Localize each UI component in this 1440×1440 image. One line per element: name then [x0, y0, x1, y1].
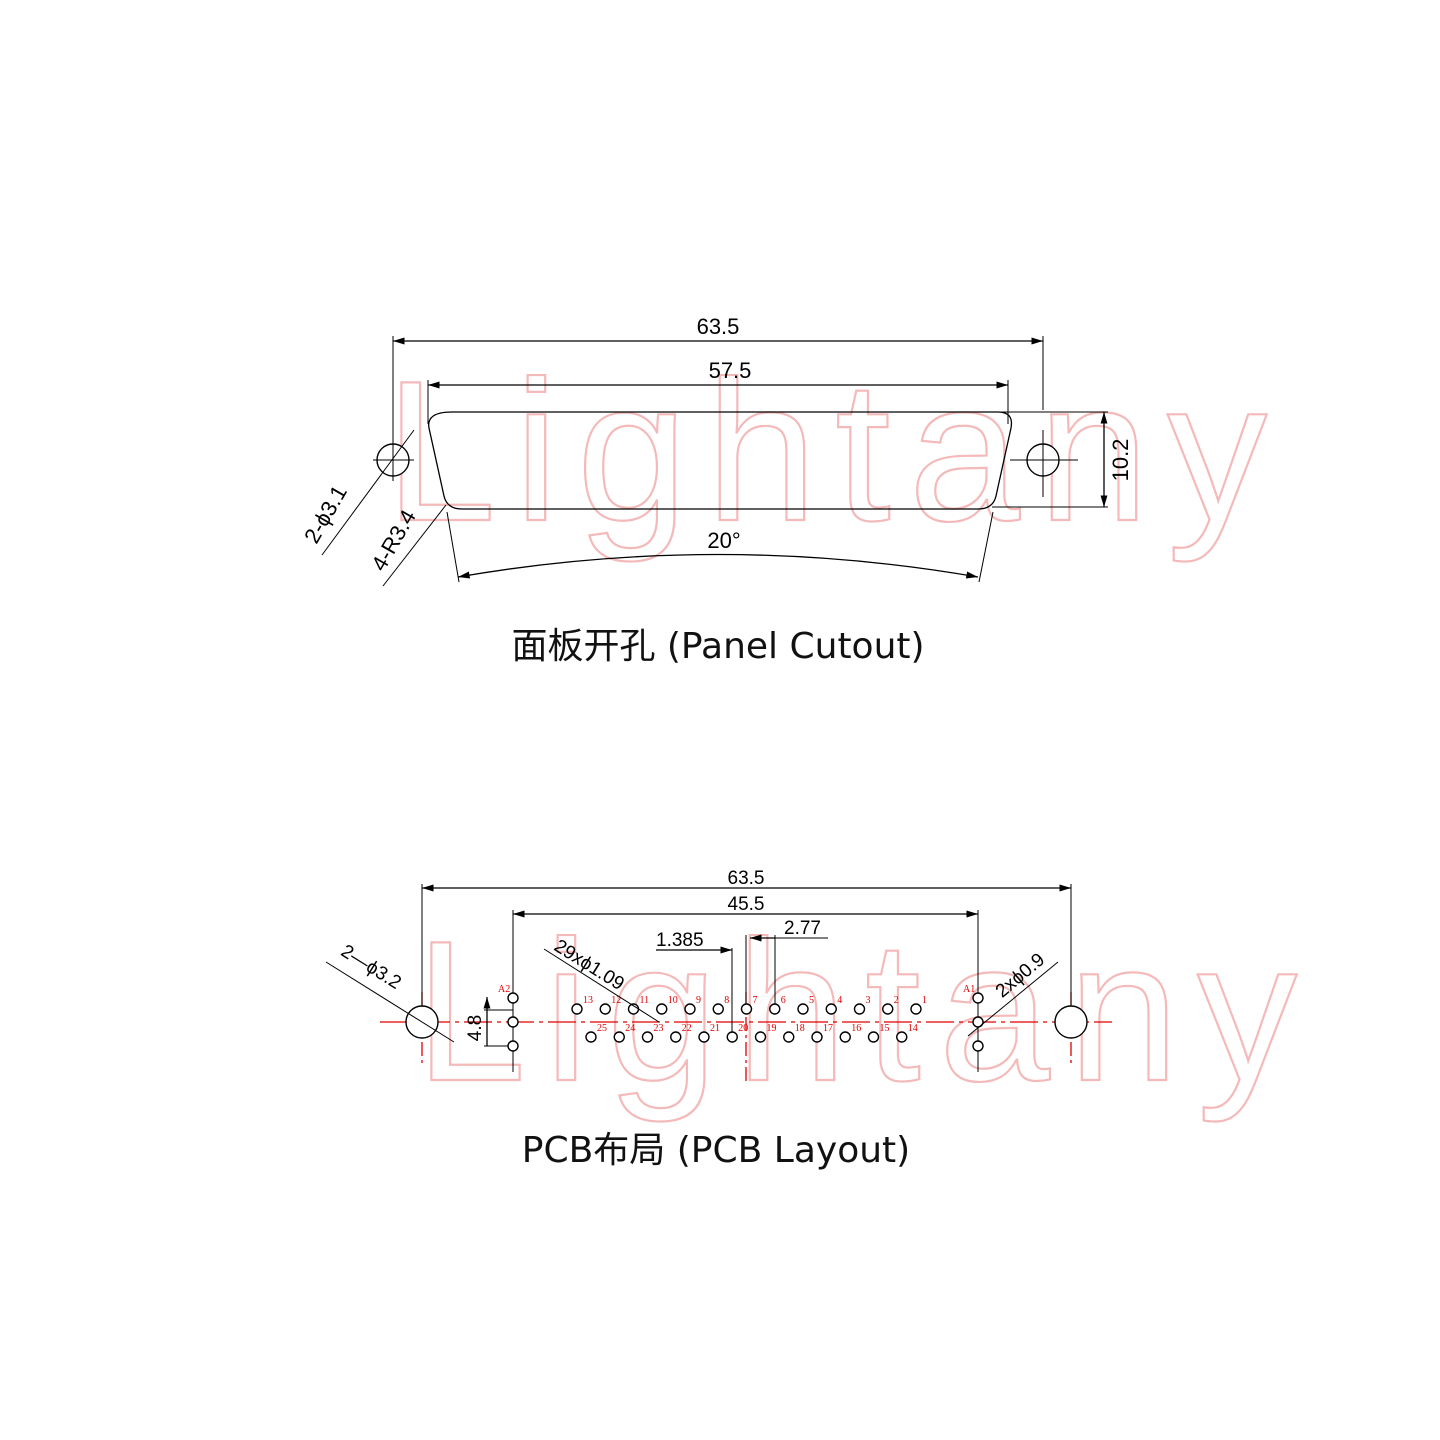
label-hole-diameter: 2-ϕ3.1: [299, 481, 352, 548]
bottom-row-pins: 25 24 23 22 21 20 19 18 17 16 15 14: [585, 1023, 918, 1043]
leader-corner-radius: [382, 504, 447, 587]
top-pin-3: [853, 1003, 866, 1015]
pcb-a1-pin-center: [972, 1016, 984, 1028]
top-pin-number-6: 6: [781, 995, 786, 1006]
top-pin-9: [684, 1003, 696, 1015]
bottom-pin-19: [754, 1031, 767, 1043]
panel-cutout-view: Lightany 63.5 57.5 10.2 2-ϕ3.1 4-R3.4: [299, 314, 1285, 667]
bottom-pin-16: [839, 1031, 851, 1043]
pcb-a2-pin-bottom: [507, 1040, 519, 1052]
top-pin-number-11: 11: [640, 995, 650, 1006]
top-pin-2: [882, 1003, 894, 1015]
bottom-pin-25: [585, 1031, 597, 1043]
top-pin-6: [769, 1003, 781, 1015]
bottom-pin-15: [867, 1031, 880, 1043]
top-pin-number-9: 9: [696, 995, 701, 1006]
top-pin-number-5: 5: [809, 995, 814, 1006]
bottom-pin-number-21: 21: [710, 1023, 720, 1034]
top-pin-1: [910, 1003, 922, 1015]
angle-ext-left: [446, 511, 460, 583]
pcb-dim-pitch-label: 2.77: [784, 918, 821, 939]
pcb-a2-pin-top: [507, 992, 519, 1004]
top-pin-number-1: 1: [922, 995, 927, 1006]
pcb-a2-pin-center: [507, 1016, 519, 1028]
top-pin-number-4: 4: [837, 995, 842, 1006]
top-pin-8: [712, 1003, 724, 1015]
leader-mount-hole: [325, 961, 455, 1043]
bottom-pin-number-18: 18: [795, 1023, 805, 1034]
top-pin-number-3: 3: [866, 995, 871, 1006]
bottom-pin-22: [670, 1031, 682, 1043]
bottom-pin-number-19: 19: [767, 1023, 777, 1034]
top-pin-number-13: 13: [583, 995, 593, 1006]
leader-contact-pins: [543, 948, 660, 1023]
bottom-pin-number-16: 16: [851, 1023, 861, 1034]
bottom-pin-14: [896, 1031, 908, 1043]
top-pin-4: [825, 1003, 837, 1015]
bottom-pin-20: [726, 1031, 738, 1043]
top-pin-number-10: 10: [668, 995, 678, 1006]
top-pin-5: [797, 1003, 809, 1015]
top-pin-number-2: 2: [894, 995, 899, 1006]
top-pin-13: [571, 1003, 583, 1015]
leader-a-pins: [967, 961, 1059, 1037]
top-pin-10: [656, 1003, 668, 1015]
bottom-pin-number-20: 20: [738, 1023, 748, 1034]
bottom-pin-number-24: 24: [625, 1023, 635, 1034]
label-a2: A2: [498, 984, 510, 995]
pcb-dim-overall-label: 63.5: [728, 868, 765, 889]
dim-height-label: 10.2: [1108, 439, 1133, 482]
bottom-pin-21: [698, 1031, 710, 1043]
bottom-pin-number-22: 22: [682, 1023, 692, 1034]
angle-arc: [457, 553, 979, 579]
pcb-dim-pins-label: 45.5: [728, 894, 765, 915]
pcb-a1-pin-top: [972, 992, 984, 1004]
bottom-pin-number-15: 15: [880, 1023, 890, 1034]
pcb-layout-view: Lightany 63.5 45.5 2.77 1.385 4.8: [325, 868, 1315, 1171]
label-mount-hole: 2—ϕ3.2: [337, 941, 405, 994]
pcb-caption: PCB布局 (PCB Layout): [522, 1130, 910, 1171]
dim-angle-label: 20°: [707, 528, 740, 553]
leader-hole-diameter: [321, 429, 415, 556]
pcb-dim-half-pitch-label: 1.385: [656, 930, 704, 951]
bottom-pin-17: [811, 1031, 823, 1043]
label-a1: A1: [963, 984, 975, 995]
panel-caption: 面板开孔 (Panel Cutout): [511, 626, 924, 667]
bottom-pin-number-14: 14: [908, 1023, 918, 1034]
d-sub-cutout-outline: [428, 411, 1013, 510]
bottom-pin-18: [783, 1031, 795, 1043]
pcb-a1-pin-bottom: [972, 1040, 984, 1052]
dim-overall-label: 63.5: [697, 314, 740, 339]
dim-cutout-label: 57.5: [709, 358, 752, 383]
top-pin-12: [599, 1003, 611, 1015]
bottom-pin-number-17: 17: [823, 1023, 833, 1034]
bottom-pin-number-25: 25: [597, 1023, 607, 1034]
top-pin-number-12: 12: [611, 995, 621, 1006]
bottom-pin-24: [613, 1031, 625, 1043]
watermark-bottom: Lightany: [415, 900, 1315, 1123]
bottom-pin-23: [641, 1031, 654, 1043]
top-pin-number-7: 7: [753, 995, 758, 1006]
watermark-top: Lightany: [385, 340, 1285, 563]
bottom-pin-number-23: 23: [654, 1023, 664, 1034]
top-pin-number-8: 8: [724, 995, 729, 1006]
pcb-mount-hole-right: [1054, 1005, 1088, 1039]
pcb-dim-row-label: 4.8: [465, 1015, 486, 1041]
angle-ext-right: [978, 511, 994, 583]
top-row-pins: 13 12 11 10 9 8 7 6 5 4 3 2 1: [571, 995, 927, 1015]
top-pin-7: [740, 1003, 753, 1015]
